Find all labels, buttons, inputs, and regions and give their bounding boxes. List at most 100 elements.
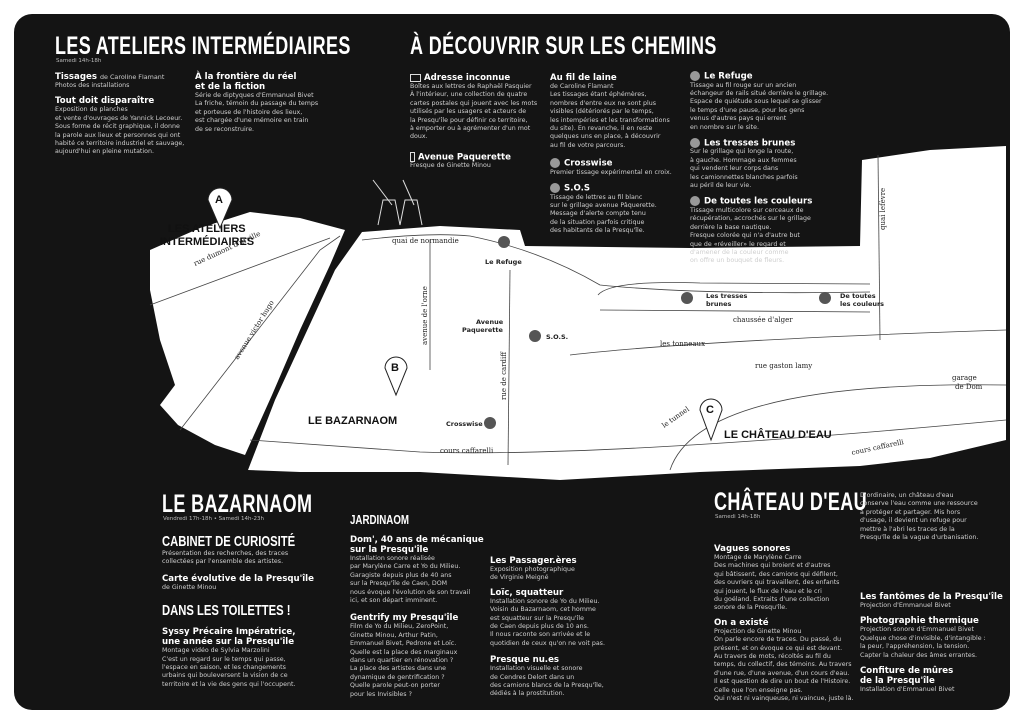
chateau-col2: Les fantômes de la Presqu'île Projection… <box>860 586 1008 694</box>
item-title: Carte évolutive de la Presqu'île <box>162 573 314 584</box>
pin-label: brunes <box>706 300 732 308</box>
item-title: Loïc, squatteur <box>490 587 564 598</box>
item-text: Montage vidéo de Sylvia Marzolini C'est … <box>162 647 296 688</box>
item-text: Boîtes aux lettres de Raphaël Pasquier À… <box>410 83 538 141</box>
ateliers-col1: Tissages de Caroline Flamant Photos des … <box>55 66 190 157</box>
marker-b[interactable]: B <box>384 356 408 397</box>
item-text: Présentation des recherches, des traces … <box>162 550 289 566</box>
landmark-label: les tonneaux <box>660 340 705 348</box>
item-title: Les Passager.ères <box>490 556 577 566</box>
item-title: Gentrify my Presqu'île <box>350 613 459 624</box>
pin-label: S.O.S. <box>546 333 568 341</box>
item-text: Fresque de Ginette Minou <box>410 162 491 170</box>
item-title: Au fil de laine <box>550 73 617 83</box>
pin-label: Paquerette <box>462 326 503 334</box>
item-title: Les fantômes de la Presqu'île <box>860 592 1003 602</box>
chemins-col2: Au fil de laine de Caroline Flamant Les … <box>550 67 690 236</box>
street-label: quai lefèvre <box>879 188 887 230</box>
pin-label: De toutes <box>840 292 876 300</box>
bazarnaom-col3: Les Passager.ères Exposition photographi… <box>490 550 630 699</box>
street-label: rue de cardiff <box>500 351 508 400</box>
item-title: Crosswise <box>564 158 613 169</box>
item-text: de Ginette Minou <box>162 583 217 591</box>
street-label: avenue de l'orne <box>421 286 429 345</box>
ateliers-col2: À la frontière du réel et de la fiction … <box>195 66 325 134</box>
item-title: À la frontière du réel et de la fiction <box>195 72 297 92</box>
item-title: Vagues sonores <box>714 544 791 554</box>
item-title: Tout doit disparaître <box>55 96 155 107</box>
street-label: rue gaston lamy <box>755 362 812 370</box>
marker-c[interactable]: C <box>699 398 723 442</box>
pin-label: Crosswise <box>446 420 483 428</box>
crane-icons <box>372 179 423 226</box>
item-text: Tissage au fil rouge sur un ancien échan… <box>690 81 829 131</box>
item-title: Avenue Paquerette <box>418 152 511 163</box>
place-label: LE BAZARNAOM <box>308 415 397 427</box>
pin-label: Le Refuge <box>485 258 522 266</box>
item-text: Photos des installations <box>55 82 130 89</box>
item-title: Les tresses brunes <box>704 138 796 149</box>
item-text: Installation visuelle et sonore de Cendr… <box>490 665 604 698</box>
item-text: Sur le grillage qui longe la route, à ga… <box>690 148 798 190</box>
bazarnaom-col1: CABINET DE CURIOSITÉ Présentation des re… <box>162 533 337 689</box>
chemins-title: À DÉCOUVRIR SUR LES CHEMINS <box>410 32 717 60</box>
item-title: S.O.S <box>564 183 591 194</box>
item-text: Tissage de lettres au fil blanc sur le g… <box>550 193 657 235</box>
chemins-col3: Le Refuge Tissage au fil rouge sur un an… <box>690 65 840 266</box>
place-label: INTERMÉDIAIRES <box>160 235 254 248</box>
land-left <box>150 212 345 455</box>
item-title: Le Refuge <box>704 71 753 82</box>
item-title: Presque nu.es <box>490 655 560 666</box>
item-by: de Caroline Flamant <box>99 73 165 81</box>
bazarnaom-schedule: Vendredi 17h-18h • Samedi 14h-23h <box>163 516 265 522</box>
item-text: de Caroline Flamant Les tissages étant é… <box>550 83 670 149</box>
ateliers-schedule: Samedi 14h-18h <box>56 58 102 64</box>
item-text: Projection de Ginette Minou On parle enc… <box>714 627 854 703</box>
section-title: JARDINAOM <box>350 512 410 527</box>
item-title: De toutes les couleurs <box>704 196 813 207</box>
yarn-icon <box>690 196 700 207</box>
pin-label: Les tresses <box>706 292 748 300</box>
item-text: Film de Yo du Milieu, ZeroPoint, Ginette… <box>350 623 458 698</box>
item-text: Tissage multicolore sur cerceaux de récu… <box>690 206 811 265</box>
item-title: Dom', 40 ans de mécanique sur la Presqu'… <box>350 535 484 555</box>
chateau-title: CHÂTEAU D'EAU <box>714 488 867 516</box>
svg-text:B: B <box>391 362 399 374</box>
item-title: On a existé <box>714 617 769 628</box>
street-label: quai de normandie <box>392 237 459 245</box>
land-right <box>248 146 1006 480</box>
pin-label: Avenue <box>476 318 504 326</box>
section-title: DANS LES TOILETTES ! <box>162 602 291 620</box>
envelope-icon <box>410 73 421 82</box>
item-title: Adresse inconnue <box>424 73 511 83</box>
landmark-label: de Dom <box>955 383 983 391</box>
bazarnaom-title: LE BAZARNAOM <box>162 490 313 518</box>
yarn-icon <box>550 158 560 169</box>
item-text: Exposition photographique de Virginie Me… <box>490 566 575 582</box>
item-title: Syssy Précaire Impératrice, une année su… <box>162 627 296 648</box>
item-text: Montage de Marylène Carre Des machines q… <box>714 554 840 612</box>
svg-text:A: A <box>215 194 223 206</box>
yarn-icon <box>550 183 560 194</box>
item-text: Installation sonore réalisée par Marylèn… <box>350 555 471 605</box>
street-label: chaussée d'alger <box>733 316 793 324</box>
marker-a[interactable]: A <box>207 187 233 230</box>
yarn-icon <box>690 71 700 81</box>
pin-label: les couleurs <box>840 300 884 308</box>
section-title: CABINET DE CURIOSITÉ <box>162 533 296 550</box>
ateliers-title: LES ATELIERS INTERMÉDIAIRES <box>55 32 351 60</box>
item-text: Série de diptyques d'Emmanuel Bivet La f… <box>195 92 319 133</box>
item-text: Exposition de planches et vente d'ouvrag… <box>55 106 185 156</box>
place-label: LE CHÂTEAU D'EAU <box>724 428 832 441</box>
place-label: LES ATELIERS <box>168 223 246 235</box>
chateau-intro: D'ordinaire, un château d'eau conserve l… <box>860 492 979 542</box>
chateau-schedule: Samedi 14h-18h <box>715 514 761 520</box>
yarn-pins <box>484 236 831 429</box>
yarn-icon <box>690 137 700 148</box>
item-title: Tissages <box>55 72 97 82</box>
item-title: Confiture de mûres de la Presqu'île <box>860 666 954 687</box>
item-text: Projection d'Emmanuel Bivet <box>860 602 951 609</box>
chemins-col1: Adresse inconnue Boîtes aux lettres de R… <box>410 67 545 171</box>
item-text: Projection sonore d'Emmanuel Bivet Quelq… <box>860 626 986 659</box>
landmark-label: garage <box>952 374 977 382</box>
